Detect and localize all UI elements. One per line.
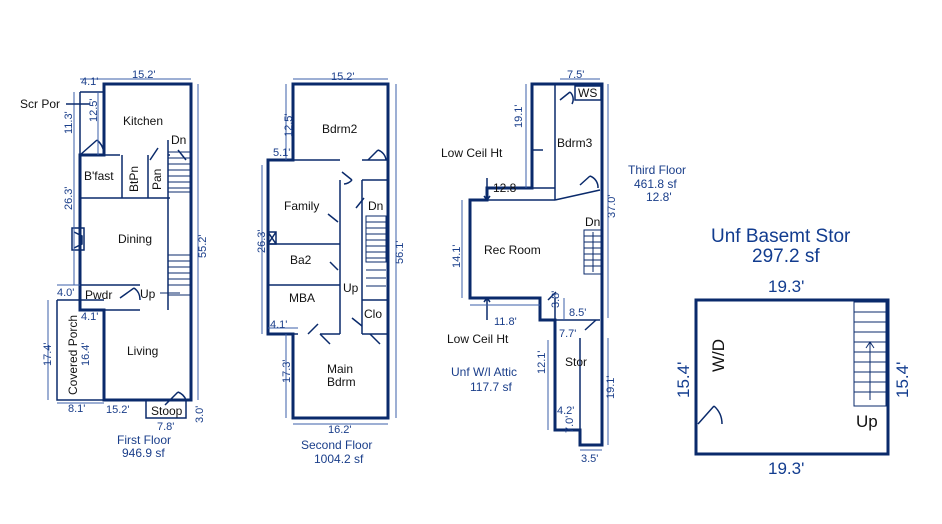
dim-second-left-top: 12.5'	[283, 113, 295, 137]
basement-caption: Unf Basemt Stor	[711, 226, 851, 247]
stair-up-label: Up	[140, 287, 156, 301]
room-bdrm2: Bdrm2	[322, 122, 358, 136]
dim-basement-bottom: 19.3'	[768, 459, 804, 478]
dim-low-w: 12.8	[493, 181, 517, 195]
second-floor-area: 1004.2 sf	[314, 452, 364, 466]
dim-first-left: 26.3'	[63, 186, 75, 210]
room-pan: Pan	[150, 169, 164, 190]
dim-basement-top: 19.3'	[768, 277, 804, 296]
dim-stor-right: 19.1'	[605, 375, 617, 399]
room-ws: WS	[578, 86, 597, 100]
dim-main-h: 17.3'	[281, 359, 293, 383]
dim-scr-h2: 12.5'	[88, 98, 100, 122]
room-stor: Stor	[565, 355, 587, 369]
room-kitchen: Kitchen	[123, 114, 163, 128]
room-pwdr: Pwdr	[85, 288, 112, 302]
room-bfast: B'fast	[84, 169, 114, 183]
attic-caption: Unf W/I Attic	[451, 365, 517, 379]
room-living: Living	[127, 344, 158, 358]
third-floor-caption: Third Floor	[628, 163, 686, 177]
stair-dn-label-3: Dn	[585, 215, 600, 229]
dim-first-top: 15.2'	[132, 69, 156, 81]
dim-third-left-top: 19.1'	[513, 104, 525, 128]
first-floor-caption: First Floor	[117, 433, 171, 447]
dim-rec-h: 14.1'	[451, 244, 463, 268]
dim-mba-w: 4.1'	[270, 319, 287, 331]
room-family: Family	[284, 199, 319, 213]
basement-door	[697, 405, 723, 425]
stair-dn-label-2: Dn	[368, 199, 383, 213]
stair-up-label-2: Up	[343, 281, 359, 295]
dim-scr-h: 11.3'	[63, 111, 75, 134]
stair-dn-label: Dn	[171, 133, 186, 147]
dim-stor-h: 12.1'	[536, 350, 548, 374]
room-dining: Dining	[118, 232, 152, 246]
low-ceil-label-1: Low Ceil Ht	[441, 146, 503, 160]
low-ceil-label-2: Low Ceil Ht	[447, 332, 509, 346]
dim-notch-w: 4.2'	[557, 405, 574, 417]
dim-second-left: 26.3'	[256, 229, 268, 253]
dim-basement-left: 15.4'	[674, 362, 693, 398]
dim-third-bottom: 3.5'	[581, 453, 598, 465]
dim-pwdr-w: 4.0'	[57, 287, 74, 299]
room-clo: Clo	[364, 307, 382, 321]
dim-stor-w: 7.7'	[559, 328, 576, 340]
dim-stoop-w: 7.8'	[157, 421, 174, 433]
third-floor-plan: Bdrm3 WS Rec Room Stor Low Ceil Ht Low C…	[441, 69, 686, 465]
first-floor-plan: Kitchen B'fast BtPn Pan Dining Pwdr Livi…	[20, 69, 209, 460]
room-scr-por: Scr Por	[20, 97, 60, 111]
room-main-bdrm-line1: Main	[327, 362, 353, 376]
dim-basement-right: 15.4'	[893, 362, 912, 398]
room-bdrm3: Bdrm3	[557, 136, 593, 150]
dim-porch-h: 17.4'	[42, 342, 54, 366]
second-floor-plan: Bdrm2 Family Ba2 MBA Clo Main Bdrm Dn Up…	[256, 71, 406, 466]
dim-porch-h2: 16.4'	[80, 342, 92, 366]
basement-area: 297.2 sf	[752, 246, 820, 267]
room-ba2: Ba2	[290, 253, 312, 267]
dim-second-step: 5.1'	[273, 147, 290, 159]
basement-plan: Unf Basemt Stor 297.2 sf W/D Up 19.3' 19…	[674, 226, 912, 478]
room-btpn: BtPn	[127, 166, 141, 192]
attic-area: 117.7 sf	[470, 380, 512, 394]
room-stoop: Stoop	[151, 404, 183, 418]
room-mba: MBA	[289, 291, 315, 305]
dim-porch-bottom: 8.1'	[68, 403, 85, 415]
room-main-bdrm-line2: Bdrm	[327, 375, 356, 389]
dim-second-bottom: 16.2'	[328, 424, 352, 436]
dim-first-top-left: 4.1'	[81, 76, 98, 88]
first-floor-area: 946.9 sf	[122, 446, 165, 460]
third-floor-area: 461.8 sf	[634, 177, 677, 191]
dim-stoop-h: 3.0'	[194, 406, 206, 423]
dim-step-h: 3.8'	[550, 291, 562, 308]
second-floor-caption: Second Floor	[301, 438, 372, 452]
dim-third-right: 37.0'	[606, 194, 618, 218]
dim-porch-w1: 4.1'	[81, 311, 98, 323]
dim-rec-bottom: 11.8'	[494, 316, 517, 328]
basement-wd: W/D	[709, 339, 728, 372]
dim-third-top: 7.5'	[567, 69, 584, 81]
room-rec-room: Rec Room	[484, 243, 541, 257]
dim-first-right: 55.2'	[197, 234, 209, 258]
third-floor-area-2: 12.8'	[646, 190, 672, 204]
dim-first-bottom: 15.2'	[106, 404, 130, 416]
room-covered-porch: Covered Porch	[66, 315, 80, 395]
dim-step-w: 8.5'	[569, 307, 586, 319]
dim-second-right: 56.1'	[394, 240, 406, 264]
dim-notch-h: 7.0'	[564, 416, 576, 433]
basement-up: Up	[856, 412, 878, 431]
dim-second-top: 15.2'	[331, 71, 355, 83]
